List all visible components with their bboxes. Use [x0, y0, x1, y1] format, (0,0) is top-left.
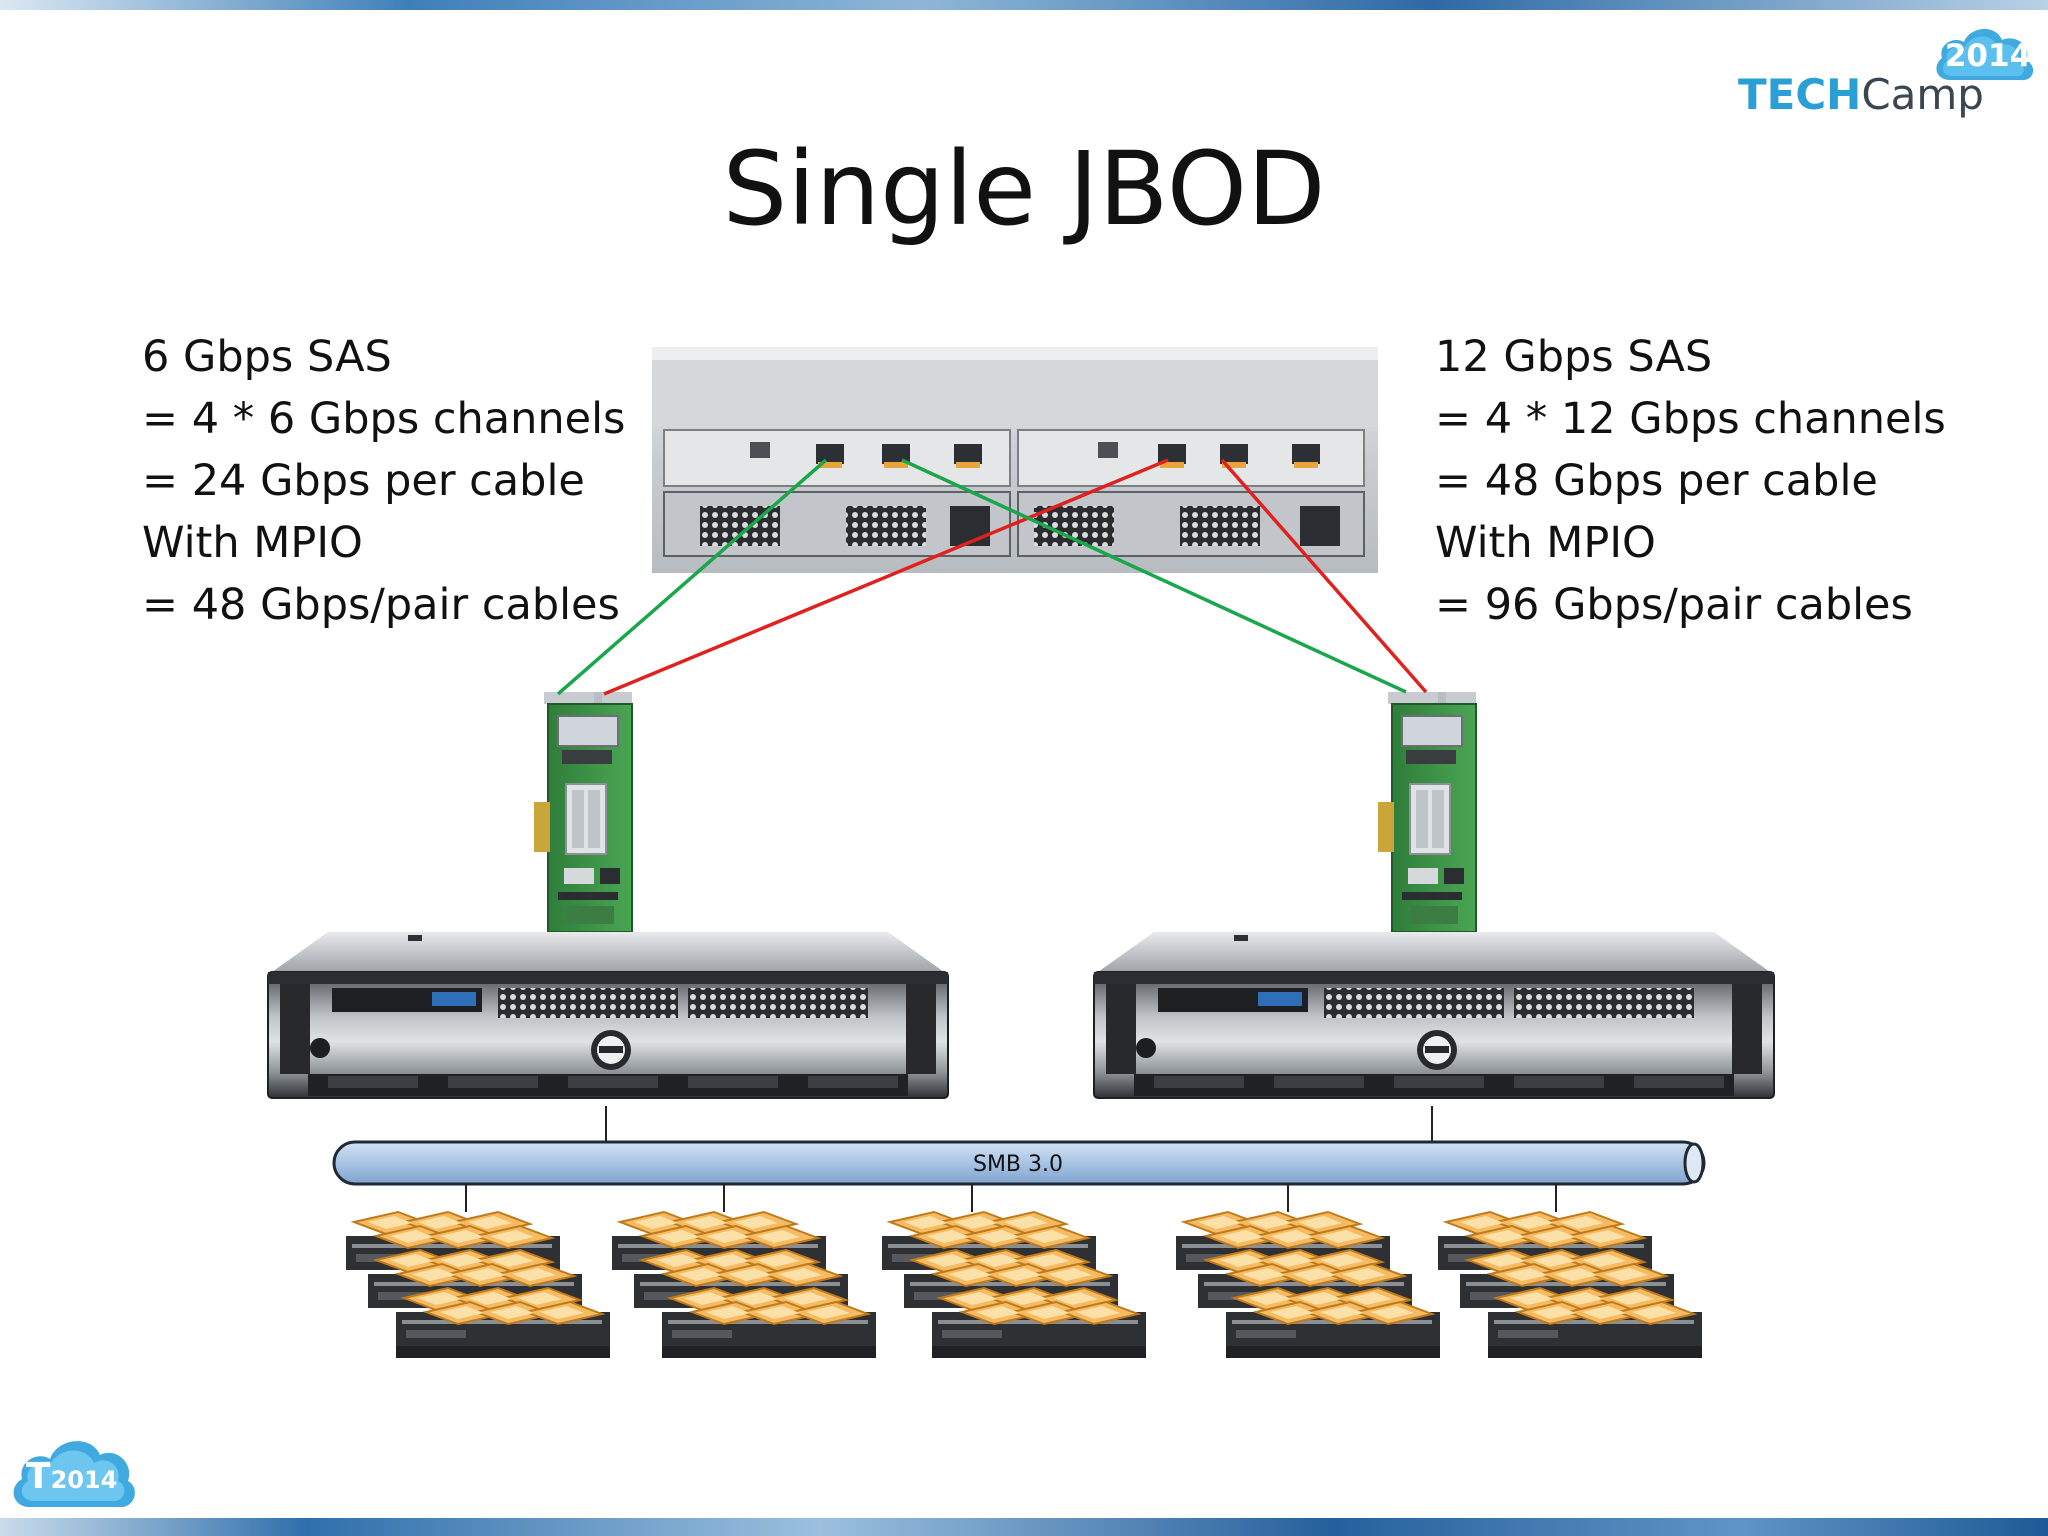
- disk-shelf-icon: [1438, 1212, 1702, 1358]
- right-spec-block: 12 Gbps SAS = 4 * 12 Gbps channels = 48 …: [1435, 326, 1946, 636]
- disk-shelf-icon: [882, 1212, 1146, 1358]
- corner-cloud-logo-icon: [13, 1441, 135, 1508]
- sas-cable-green-right: [901, 458, 1407, 694]
- logo-camp-text: Camp: [1861, 70, 1984, 119]
- jbod-enclosure-icon: [652, 347, 1378, 573]
- corner-logo: T2014: [26, 1456, 117, 1497]
- techcamp-logo: TECHCamp: [1738, 70, 1984, 119]
- slide-title: Single JBOD: [722, 130, 1326, 249]
- right-spec-line: 12 Gbps SAS: [1435, 332, 1713, 382]
- network-bus-label: SMB 3.0: [973, 1152, 1063, 1177]
- cloud-logo-icon: [1936, 28, 2034, 81]
- sas-cable-red-right: [1220, 458, 1428, 694]
- disk-shelf-icon: [1176, 1212, 1440, 1358]
- rack-server-right-icon: [1093, 931, 1775, 1099]
- bottom-band: [0, 1518, 2048, 1536]
- sas-hba-card-left-icon: [533, 691, 633, 933]
- left-spec-block: 6 Gbps SAS = 4 * 6 Gbps channels = 24 Gb…: [142, 326, 625, 636]
- top-band: [0, 0, 2048, 10]
- left-spec-line: = 4 * 6 Gbps channels: [142, 394, 626, 444]
- sas-cable-red-left: [603, 458, 1169, 696]
- logo-year: 2014: [1944, 38, 2032, 74]
- right-spec-line: = 48 Gbps per cable: [1435, 456, 1878, 506]
- disk-shelf-icon: [346, 1212, 610, 1358]
- shelf-links: [465, 1184, 1557, 1212]
- left-spec-line: With MPIO: [142, 518, 363, 568]
- smb-network-bus: SMB 3.0: [332, 1140, 1706, 1186]
- sas-cable-green-left: [556, 458, 828, 696]
- disk-shelf-icon: [612, 1212, 876, 1358]
- rack-server-left-icon: [267, 931, 949, 1099]
- left-spec-line: = 24 Gbps per cable: [142, 456, 585, 506]
- corner-logo-letter: T: [26, 1456, 51, 1497]
- right-spec-line: With MPIO: [1435, 518, 1656, 568]
- left-spec-line: 6 Gbps SAS: [142, 332, 392, 382]
- corner-logo-year: 2014: [50, 1466, 118, 1494]
- right-spec-line: = 96 Gbps/pair cables: [1435, 580, 1913, 630]
- right-spec-line: = 4 * 12 Gbps channels: [1435, 394, 1946, 444]
- left-spec-line: = 48 Gbps/pair cables: [142, 580, 620, 630]
- sas-hba-card-right-icon: [1377, 691, 1477, 933]
- logo-tech-text: TECH: [1738, 70, 1862, 119]
